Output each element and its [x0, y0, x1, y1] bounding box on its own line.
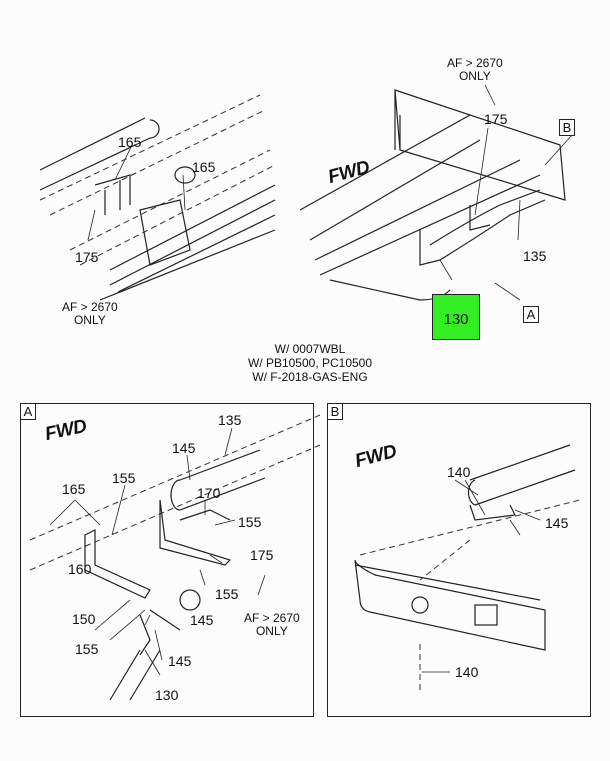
detail-a-label: A: [20, 403, 36, 420]
callout-155: 155: [238, 514, 262, 530]
callout-165: 165: [192, 159, 216, 175]
callout-165: 165: [62, 481, 86, 497]
note-line: ONLY: [255, 624, 288, 638]
callout-135: 135: [218, 412, 242, 428]
note-line: AF > 2670: [62, 300, 118, 314]
top-left-drawing: [39, 94, 276, 301]
callout-170: 170: [197, 485, 221, 501]
callout-140: 140: [447, 464, 471, 480]
callout-140: 140: [455, 664, 479, 680]
af-note: AF > 2670 ONLY: [62, 301, 118, 327]
callout-175: 175: [484, 111, 508, 127]
detail-a-drawing: [29, 414, 321, 701]
callout-145: 145: [168, 653, 192, 669]
detail-b-label: B: [327, 403, 343, 420]
note-line: ONLY: [458, 69, 491, 83]
callout-175: 175: [250, 547, 274, 563]
detail-a-panel: [20, 403, 314, 717]
callout-165: 165: [118, 134, 142, 150]
conditions-block: W/ 0007WBL W/ PB10500, PC10500 W/ F-2018…: [235, 342, 385, 384]
note-line: AF > 2670: [244, 611, 300, 625]
callout-160: 160: [68, 561, 92, 577]
view-a-marker[interactable]: A: [523, 306, 539, 323]
callout-145: 145: [545, 515, 569, 531]
note-line: ONLY: [73, 313, 106, 327]
callout-130: 130: [155, 687, 179, 703]
callout-130-highlighted[interactable]: 130: [432, 294, 480, 340]
callout-135: 135: [523, 248, 547, 264]
callout-145: 145: [190, 612, 214, 628]
detail-b-drawing: [354, 444, 581, 690]
af-note: AF > 2670 ONLY: [244, 612, 300, 638]
callout-175: 175: [75, 249, 99, 265]
top-right-drawing: [299, 84, 573, 301]
condition-line: W/ PB10500, PC10500: [247, 356, 373, 370]
callout-155: 155: [75, 641, 99, 657]
condition-line: W/ 0007WBL: [274, 342, 346, 356]
callout-145: 145: [172, 440, 196, 456]
callout-150: 150: [72, 611, 96, 627]
callout-155: 155: [215, 586, 239, 602]
detail-b-panel: [327, 403, 591, 717]
view-b-marker[interactable]: B: [559, 119, 575, 136]
af-note: AF > 2670 ONLY: [447, 57, 503, 83]
condition-line: W/ F-2018-GAS-ENG: [252, 370, 368, 384]
note-line: AF > 2670: [447, 56, 503, 70]
callout-155: 155: [112, 470, 136, 486]
